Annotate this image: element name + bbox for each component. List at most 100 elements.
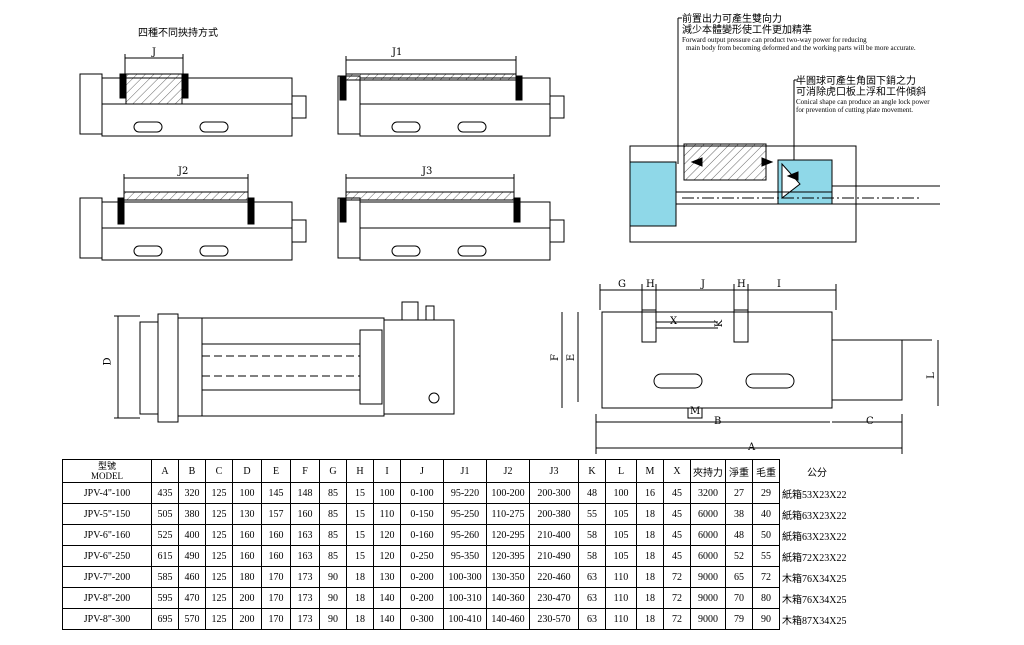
- header-j3: J3: [529, 459, 579, 483]
- header-m: M: [636, 459, 664, 483]
- table-cell: 160: [261, 524, 291, 546]
- table-cell: 110: [605, 587, 637, 609]
- table-cell: 125: [205, 545, 233, 567]
- table-cell: 90: [319, 566, 347, 588]
- table-cell: 45: [663, 482, 691, 504]
- table-cell: 0-200: [400, 566, 444, 588]
- table-cell: 48: [725, 524, 753, 546]
- table-cell: 18: [636, 503, 664, 525]
- table-cell: 110: [605, 566, 637, 588]
- spec-table: 型號 MODEL A B C D E F G H I J J1 J2 J3 K …: [62, 459, 855, 630]
- table-cell: 3200: [690, 482, 726, 504]
- table-cell: 9000: [690, 608, 726, 630]
- table-cell: 120-395: [486, 545, 530, 567]
- table-cell: 70: [725, 587, 753, 609]
- table-cell: 90: [319, 587, 347, 609]
- table-cell: 18: [636, 524, 664, 546]
- note2-en-line1: Conical shape can produce an angle lock …: [796, 98, 930, 106]
- header-a: A: [151, 459, 179, 483]
- clamping-title: 四種不同挾持方式: [138, 28, 218, 39]
- table-cell: 125: [205, 482, 233, 504]
- table-cell: 40: [752, 503, 780, 525]
- table-cell: 55: [752, 545, 780, 567]
- table-cell: 0-160: [400, 524, 444, 546]
- table-cell: 29: [752, 482, 780, 504]
- table-cell: 525: [151, 524, 179, 546]
- dim-label-m: M: [690, 406, 701, 417]
- header-d: D: [232, 459, 262, 483]
- table-cell: 90: [752, 608, 780, 630]
- table-cell: 380: [178, 503, 206, 525]
- side-view-drawing: [561, 284, 939, 454]
- table-cell: 0-300: [400, 608, 444, 630]
- note-forward-output: 前置出力可產生雙向力 減少本體變形使工件更加精準 Forward output …: [682, 14, 916, 52]
- table-cell: 18: [636, 587, 664, 609]
- table-cell: 100-300: [443, 566, 487, 588]
- table-cell: 180: [232, 566, 262, 588]
- header-j1: J1: [443, 459, 487, 483]
- table-cell: 170: [261, 608, 291, 630]
- dim-label-f: F: [549, 354, 561, 361]
- table-cell: 15: [346, 524, 374, 546]
- table-cell: 15: [346, 545, 374, 567]
- table-cell: 170: [261, 587, 291, 609]
- table-cell: 72: [663, 608, 691, 630]
- table-cell: 27: [725, 482, 753, 504]
- clamp-label-j: J: [152, 47, 157, 58]
- table-cell: 58: [578, 545, 606, 567]
- note1-en-line2: main body from becoming deformed and the…: [686, 44, 916, 52]
- clamp-label-j2: J2: [178, 166, 189, 177]
- table-cell: 470: [178, 587, 206, 609]
- table-cell: JPV-4"-100: [62, 482, 152, 504]
- table-cell: 木箱76X34X25: [782, 573, 847, 585]
- table-cell: 6000: [690, 524, 726, 546]
- dim-label-e: E: [566, 353, 578, 362]
- table-cell: 72: [752, 566, 780, 588]
- table-cell: JPV-8"-200: [62, 587, 152, 609]
- table-cell: JPV-6"-160: [62, 524, 152, 546]
- table-cell: 100: [232, 482, 262, 504]
- table-cell: 210-490: [529, 545, 579, 567]
- header-j: J: [400, 459, 444, 483]
- table-cell: 140: [373, 608, 401, 630]
- table-cell: JPV-5"-150: [62, 503, 152, 525]
- table-cell: 63: [578, 608, 606, 630]
- table-cell: 595: [151, 587, 179, 609]
- header-model: 型號 MODEL: [62, 459, 152, 483]
- table-cell: 200: [232, 608, 262, 630]
- table-cell: 木箱87X34X25: [782, 615, 847, 627]
- dim-label-h2: H: [737, 279, 746, 290]
- table-cell: 9000: [690, 566, 726, 588]
- table-cell: 木箱76X34X25: [782, 594, 847, 606]
- vise-drawing-j: [79, 54, 307, 137]
- table-cell: 173: [290, 608, 320, 630]
- table-cell: 18: [636, 608, 664, 630]
- table-cell: 125: [205, 566, 233, 588]
- table-cell: 130-350: [486, 566, 530, 588]
- header-clamp-force: 夾持力: [690, 459, 726, 483]
- note-conical-shape: 半圓球可產生角固下銷之力 可消除虎口板上浮和工件傾斜 Conical shape…: [796, 76, 930, 114]
- table-cell: 48: [578, 482, 606, 504]
- table-cell: 125: [205, 587, 233, 609]
- dim-label-x: X: [670, 316, 678, 327]
- vise-drawing-j1: [337, 56, 565, 137]
- header-k: K: [578, 459, 606, 483]
- dim-label-b: B: [714, 416, 722, 427]
- dim-label-h1: H: [646, 279, 655, 290]
- table-cell: 105: [605, 524, 637, 546]
- table-cell: 163: [290, 524, 320, 546]
- table-cell: 50: [752, 524, 780, 546]
- table-cell: 210-400: [529, 524, 579, 546]
- table-cell: 0-250: [400, 545, 444, 567]
- table-cell: 320: [178, 482, 206, 504]
- header-package: 公分: [807, 467, 827, 479]
- table-cell: 163: [290, 545, 320, 567]
- table-cell: 紙箱63X23X22: [782, 510, 847, 522]
- note2-zh-line2: 可消除虎口板上浮和工件傾斜: [796, 87, 926, 98]
- table-cell: 90: [319, 608, 347, 630]
- top-view-label-d: D: [102, 357, 114, 366]
- header-i: I: [373, 459, 401, 483]
- table-cell: 80: [752, 587, 780, 609]
